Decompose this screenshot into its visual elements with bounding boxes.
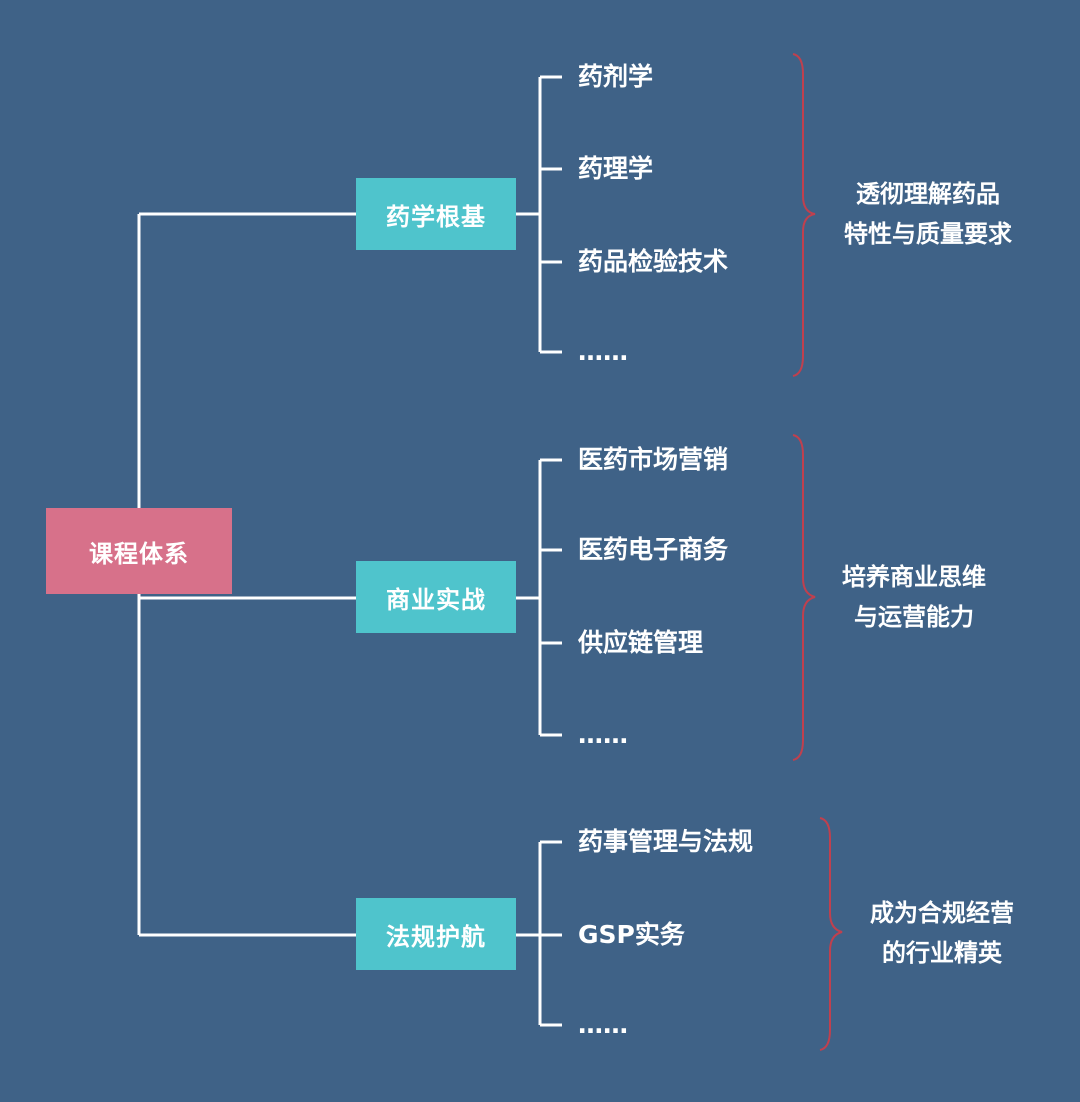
- brace-3: [819, 817, 843, 1051]
- leaf-item: 医药电子商务: [578, 535, 729, 564]
- category-label: 药学根基: [386, 202, 486, 231]
- category-node-pharmacy-foundation: 药学根基: [356, 178, 516, 250]
- summary-braces: [792, 53, 843, 1051]
- brace-1: [792, 53, 816, 377]
- summary-line: 与运营能力: [854, 603, 974, 631]
- category-node-regulation: 法规护航: [356, 898, 516, 970]
- tree-connectors: [137, 75, 562, 1027]
- leaf-item: 药品检验技术: [578, 247, 729, 276]
- summary-text-3: 成为合规经营 的行业精英: [852, 893, 1032, 973]
- summary-text-2: 培养商业思维 与运营能力: [824, 557, 1004, 637]
- leaf-item: 药剂学: [578, 62, 654, 91]
- root-node-label: 课程体系: [89, 539, 189, 568]
- summary-line: 特性与质量要求: [844, 220, 1012, 248]
- category-node-business-practice: 商业实战: [356, 561, 516, 633]
- leaf-item: 药事管理与法规: [578, 827, 754, 856]
- leaf-item: 药理学: [578, 154, 654, 183]
- summary-line: 培养商业思维: [842, 563, 986, 591]
- leaf-item: GSP实务: [578, 920, 685, 949]
- brace-2: [792, 434, 816, 761]
- leaf-item-ellipsis: ……: [578, 1010, 628, 1039]
- summary-text-1: 透彻理解药品 特性与质量要求: [828, 174, 1028, 254]
- category-label: 商业实战: [386, 585, 486, 614]
- leaf-item: 医药市场营销: [578, 445, 729, 474]
- leaf-item-ellipsis: ……: [578, 337, 628, 366]
- leaf-item: 供应链管理: [578, 628, 704, 657]
- summary-line: 成为合规经营: [870, 899, 1014, 927]
- summary-line: 的行业精英: [882, 939, 1002, 967]
- category-label: 法规护航: [386, 922, 486, 951]
- summary-line: 透彻理解药品: [856, 180, 1000, 208]
- leaf-item-ellipsis: ……: [578, 720, 628, 749]
- root-node-course-system: 课程体系: [46, 508, 232, 594]
